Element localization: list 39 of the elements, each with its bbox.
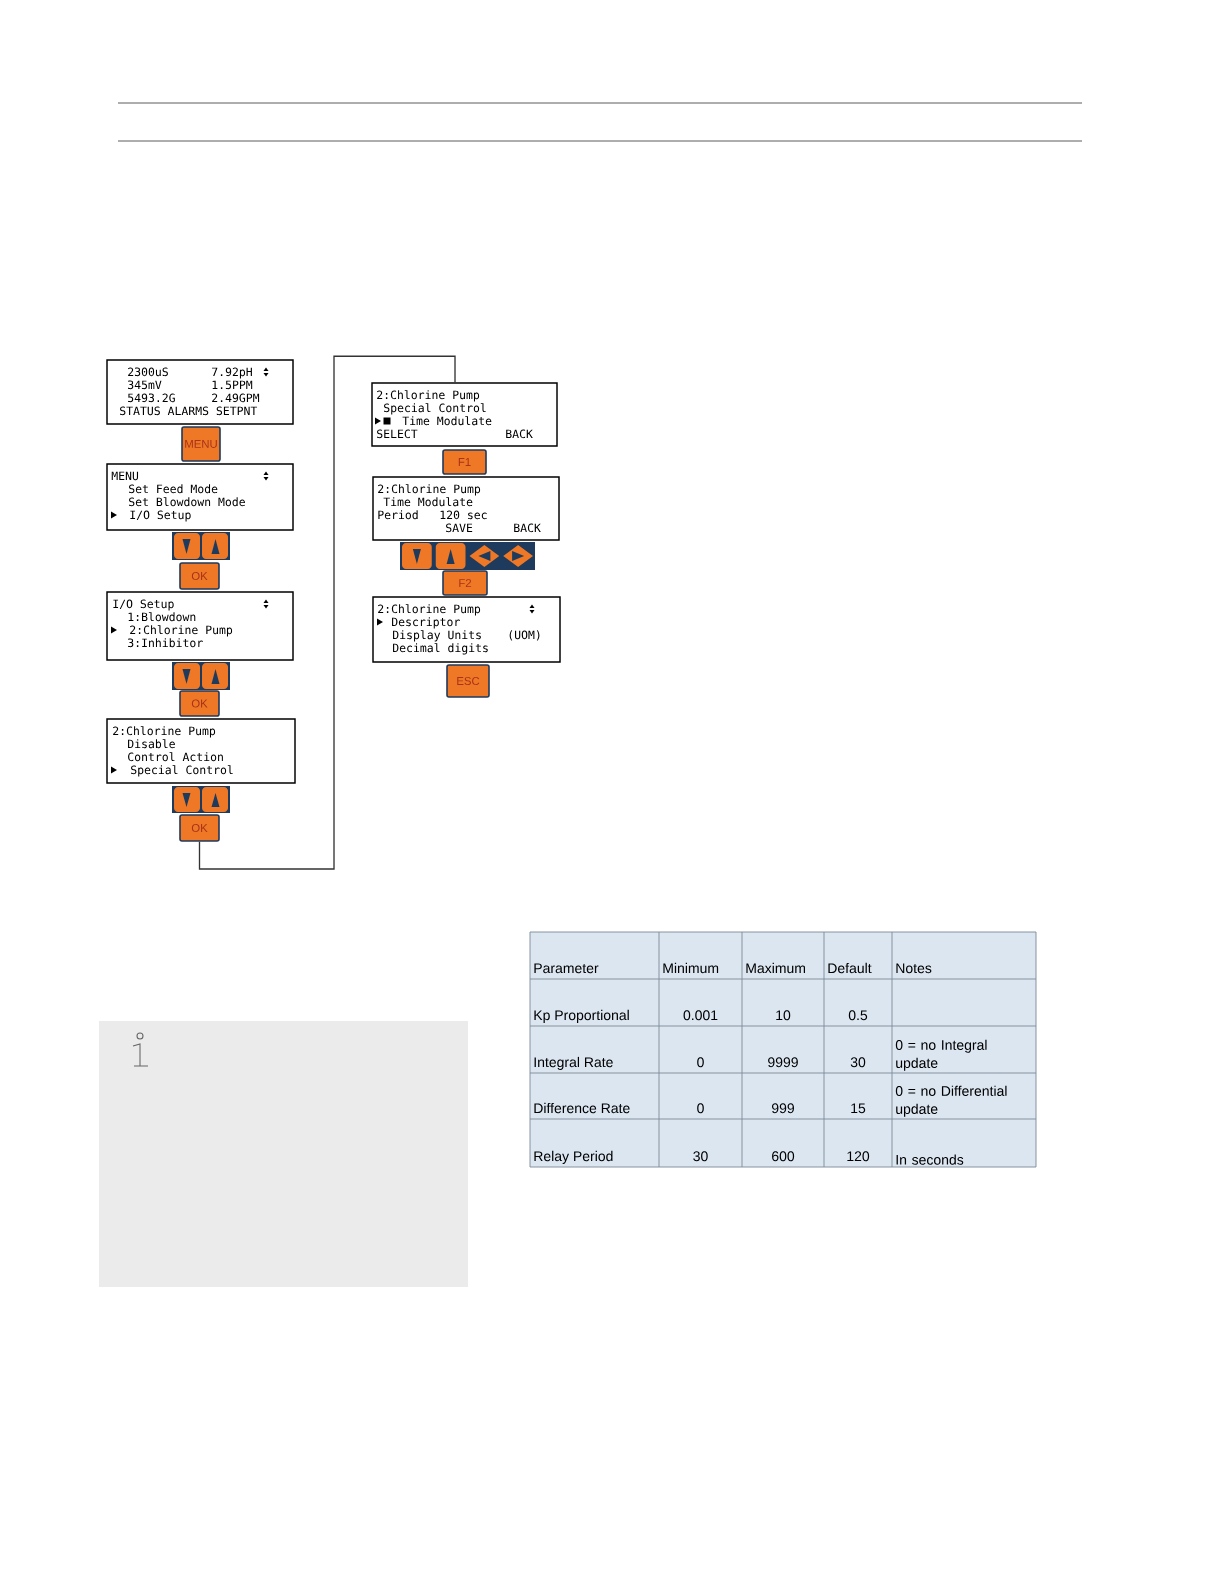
column-header: Default [828,962,872,974]
table-note: 0 = no Differential update [895,1085,1007,1117]
table-value: 120 [847,1151,870,1162]
key-button: F1 [442,449,487,475]
key-button: OK [179,690,220,717]
column-header: Notes [896,963,932,974]
lcd-screen: 2:Chlorine Pump Special Control Time Modulate SELECT BACK [371,382,558,447]
table-value: 9999 [768,1057,798,1068]
key-button: OK [179,562,220,590]
lcd-screen: 2300uS 7.92pH 345mV 1.5PPM 5493.2G 2.49GPM STATUS ALARMS SETPNT [106,359,294,425]
column-header: Minimum [663,962,719,974]
table-value: 0.5 [848,1010,868,1021]
table-value: 30 [850,1057,866,1068]
connector-line [198,355,456,870]
table-value: 999 [772,1103,794,1114]
table-value: 15 [851,1103,866,1114]
column-header: Parameter [534,963,599,974]
column-header: Maximum [746,962,805,974]
key-button: F2 [442,570,488,596]
table-value: 10 [776,1010,791,1021]
row-header: Integral Rate [534,1056,613,1070]
lcd-screen: 2:Chlorine Pump Descriptor Display Units (UOM) Decimal digits [372,596,561,663]
row-header: Difference Rate [534,1102,630,1114]
lcd-screen: 2:Chlorine Pump Time Modulate Period 120 sec SAVE BACK [372,476,560,541]
key-button: ESC [446,664,490,698]
lcd-screen: 2:Chlorine Pump Disable Control Action Special Control [106,718,296,784]
table-value: 0.001 [683,1010,718,1021]
table-value: 0 [697,1103,704,1114]
table-value: 600 [772,1151,795,1162]
lcd-screen: I/O Setup 1:Blowdown 2:Chlorine Pump 3:Inhibitor [106,591,294,661]
table-note: 0 = no Integral update [895,1039,987,1071]
table-value: 30 [693,1151,708,1162]
row-header: Kp Proportional [534,1009,629,1023]
key-button: MENU [181,426,221,462]
key-button: OK [179,814,220,842]
row-header: Relay Period [534,1150,613,1164]
lcd-screen: MENU Set Feed Mode Set Blowdown Mode I/O Setup [106,463,294,531]
table-note: In seconds [896,1154,964,1165]
table-value: 0 [697,1057,704,1068]
